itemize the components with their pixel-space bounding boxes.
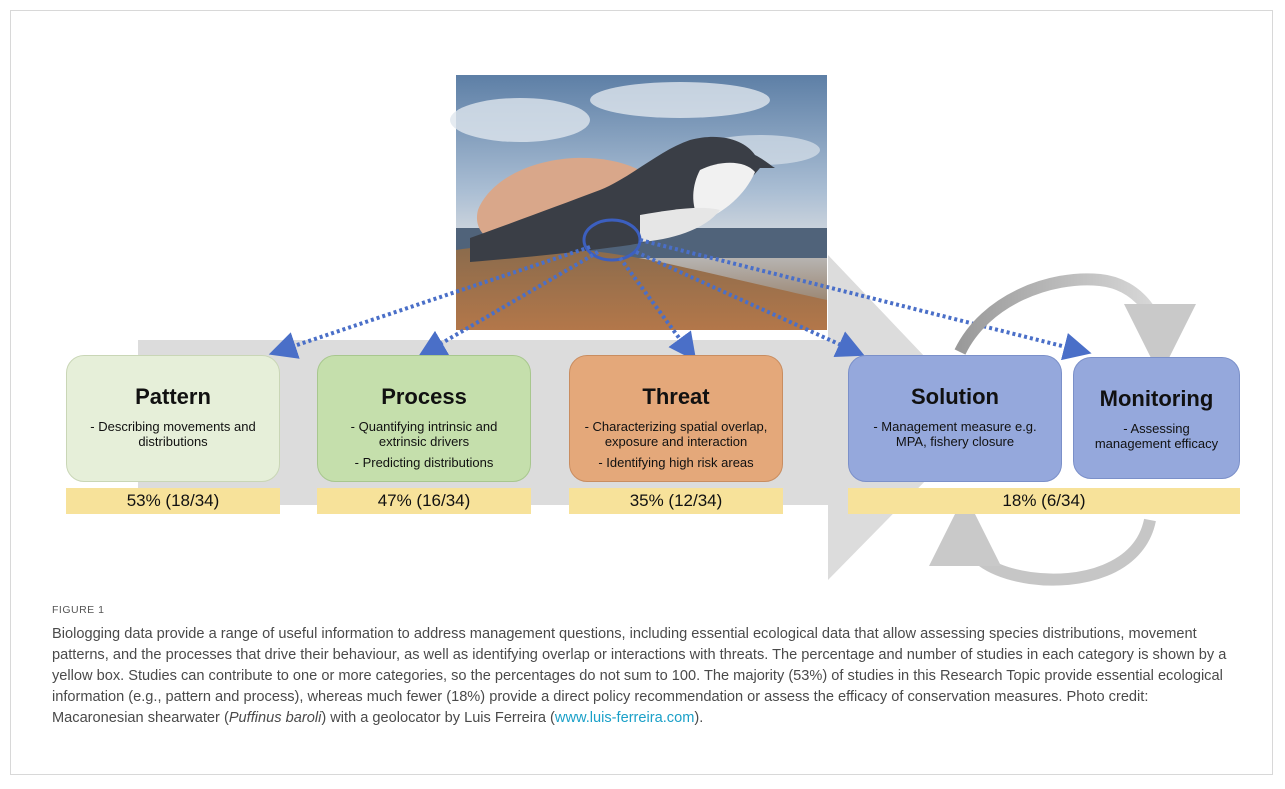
process-desc-2: - Predicting distributions [354,455,494,470]
solution-box: Solution - Management measure e.g. MPA, … [848,355,1062,482]
monitoring-desc: - Assessing management efficacy [1094,421,1219,451]
caption-text: Biologging data provide a range of usefu… [52,626,1227,726]
species-name: Puffinus baroli [228,710,322,726]
process-title: Process [381,384,467,409]
arrow-to-process [417,250,600,358]
photographer-link[interactable]: www.luis-ferreira.com [554,710,695,726]
pattern-percentage: 53% (18/34) [66,488,280,514]
threat-box: Threat - Characterizing spatial overlap,… [569,355,783,482]
process-desc-1: - Quantifying intrinsic and extrinsic dr… [350,419,498,449]
monitoring-title: Monitoring [1099,386,1214,411]
process-box: Process - Quantifying intrinsic and extr… [317,355,531,482]
shearwater-photo [450,75,827,330]
figure-caption: FIGURE 1 Biologging data provide a range… [52,600,1242,729]
process-percentage: 47% (16/34) [317,488,531,514]
threat-desc-2: - Identifying high risk areas [598,455,754,470]
pattern-box: Pattern - Describing movements and distr… [66,355,280,482]
solution-title: Solution [911,384,999,409]
solution-desc: - Management measure e.g. MPA, fishery c… [873,419,1037,449]
threat-desc-1: - Characterizing spatial overlap, exposu… [584,419,768,449]
caption-end: ). [694,710,704,726]
arrow-to-threat [618,256,697,362]
threat-percentage: 35% (12/34) [569,488,783,514]
threat-title: Threat [642,384,710,409]
dotted-arrows [268,238,1092,362]
caption-text-2: ) with a geolocator by Luis Ferreira ( [321,710,555,726]
figure-label: FIGURE 1 [52,604,105,616]
arrow-to-pattern [268,245,591,359]
cycle-arrow-bottom [929,494,1156,586]
pattern-title: Pattern [135,384,211,409]
cycle-arrow-top [954,273,1196,376]
monitoring-box: Monitoring - Assessing management effica… [1073,357,1240,479]
figure-frame [10,10,1273,775]
solution-monitoring-percentage: 18% (6/34) [848,488,1240,514]
pattern-desc: - Describing movements and distributions [90,419,256,449]
